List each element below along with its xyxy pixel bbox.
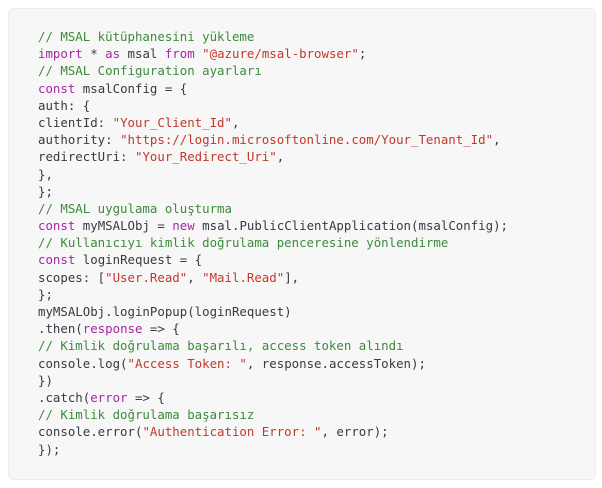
code-text: redirectUri: (38, 149, 135, 165)
code-string: "Your_Client_Id" (112, 114, 232, 130)
code-comment: // MSAL kütüphanesini yükleme (38, 29, 255, 44)
code-line: // MSAL uygulama oluşturma (38, 200, 508, 217)
code-text: , (187, 269, 203, 285)
code-string: "Authentication Error: " (142, 424, 322, 440)
code-string: "@azure/msal-browser" (202, 46, 359, 62)
code-text: .catch( (38, 389, 91, 405)
code-comment: // Kullanıcıyı kimlik doğrulama penceres… (38, 235, 449, 251)
code-line: // Kimlik doğrulama başarısız (38, 406, 508, 423)
code-text: }; (38, 183, 53, 199)
code-text: msal.PublicClientApplication(msalConfig)… (194, 218, 508, 234)
code-line: auth: { (38, 97, 508, 114)
code-keyword: from (164, 46, 195, 62)
code-line: .catch(error => { (38, 389, 508, 406)
code-text: , response.accessToken); (246, 355, 426, 371)
code-text: console.error( (38, 424, 143, 440)
code-comment: // Kimlik doğrulama başarılı, access tok… (38, 338, 404, 354)
code-comment: // MSAL uygulama oluşturma (38, 200, 232, 216)
code-line: // MSAL Configuration ayarları (38, 62, 508, 79)
code-line: // Kullanıcıyı kimlik doğrulama penceres… (38, 234, 508, 251)
code-string: "Mail.Read" (202, 269, 285, 285)
code-line: const loginRequest = { (38, 251, 508, 268)
code-string: "https://login.microsoftonline.com/Your_… (120, 132, 494, 148)
code-text: msal (120, 46, 165, 62)
code-keyword: const (38, 252, 76, 268)
code-line: }, (38, 166, 508, 183)
code-line: .then(response => { (38, 320, 508, 337)
code-line: const myMSALObj = new msal.PublicClientA… (38, 217, 508, 234)
code-line: console.log("Access Token: ", response.a… (38, 355, 508, 372)
code-text: clientId: (38, 114, 113, 130)
code-text: }); (38, 441, 61, 457)
code-string: "User.Read" (105, 269, 188, 285)
code-text: }, (38, 166, 53, 182)
code-comment: // MSAL Configuration ayarları (38, 63, 262, 79)
code-text: , error); (321, 424, 389, 440)
code-keyword: error (90, 389, 128, 405)
code-line: redirectUri: "Your_Redirect_Uri", (38, 148, 508, 165)
code-line: }; (38, 286, 508, 303)
code-line: }; (38, 183, 508, 200)
code-string: "Access Token: " (127, 355, 247, 371)
code-string: "Your_Redirect_Uri" (134, 149, 277, 165)
code-text: auth: { (38, 97, 91, 113)
code-text: myMSALObj = (75, 218, 173, 234)
code-keyword: new (172, 218, 195, 234)
code-text: loginRequest = { (75, 252, 203, 268)
code-text: => { (142, 321, 180, 337)
code-keyword: import (38, 46, 83, 62)
code-text: => { (127, 389, 165, 405)
code-line: scopes: ["User.Read", "Mail.Read"], (38, 269, 508, 286)
code-text: , (276, 149, 285, 165)
code-text: * (82, 46, 106, 62)
code-line: const msalConfig = { (38, 80, 508, 97)
code-text: ], (284, 269, 300, 285)
code-text: myMSALObj.loginPopup(loginRequest) (38, 304, 292, 319)
code-text: console.log( (38, 355, 128, 371)
code-text: ; (358, 46, 367, 62)
code-line: clientId: "Your_Client_Id", (38, 114, 508, 131)
code-text: , (231, 114, 240, 130)
code-line: myMSALObj.loginPopup(loginRequest) (38, 303, 508, 320)
code-keyword: response (82, 321, 143, 337)
code-line: authority: "https://login.microsoftonlin… (38, 131, 508, 148)
code-line: }) (38, 372, 508, 389)
code-comment: // Kimlik doğrulama başarısız (38, 407, 255, 423)
code-line: }); (38, 441, 508, 458)
code-line: // Kimlik doğrulama başarılı, access tok… (38, 337, 508, 354)
code-keyword: const (38, 218, 76, 234)
code-line: import * as msal from "@azure/msal-brows… (38, 45, 508, 62)
code-text: , (493, 132, 501, 148)
code-text: }) (38, 372, 53, 388)
code-text: }; (38, 286, 53, 302)
code-line: // MSAL kütüphanesini yükleme (38, 28, 508, 45)
code-text: scopes: [ (38, 269, 106, 285)
code-text: authority: (38, 132, 121, 148)
code-keyword: const (38, 80, 76, 96)
code-text: msalConfig = { (75, 80, 188, 96)
code-keyword: as (105, 46, 121, 62)
code-line: console.error("Authentication Error: ", … (38, 423, 508, 440)
code-text: .then( (38, 321, 83, 337)
